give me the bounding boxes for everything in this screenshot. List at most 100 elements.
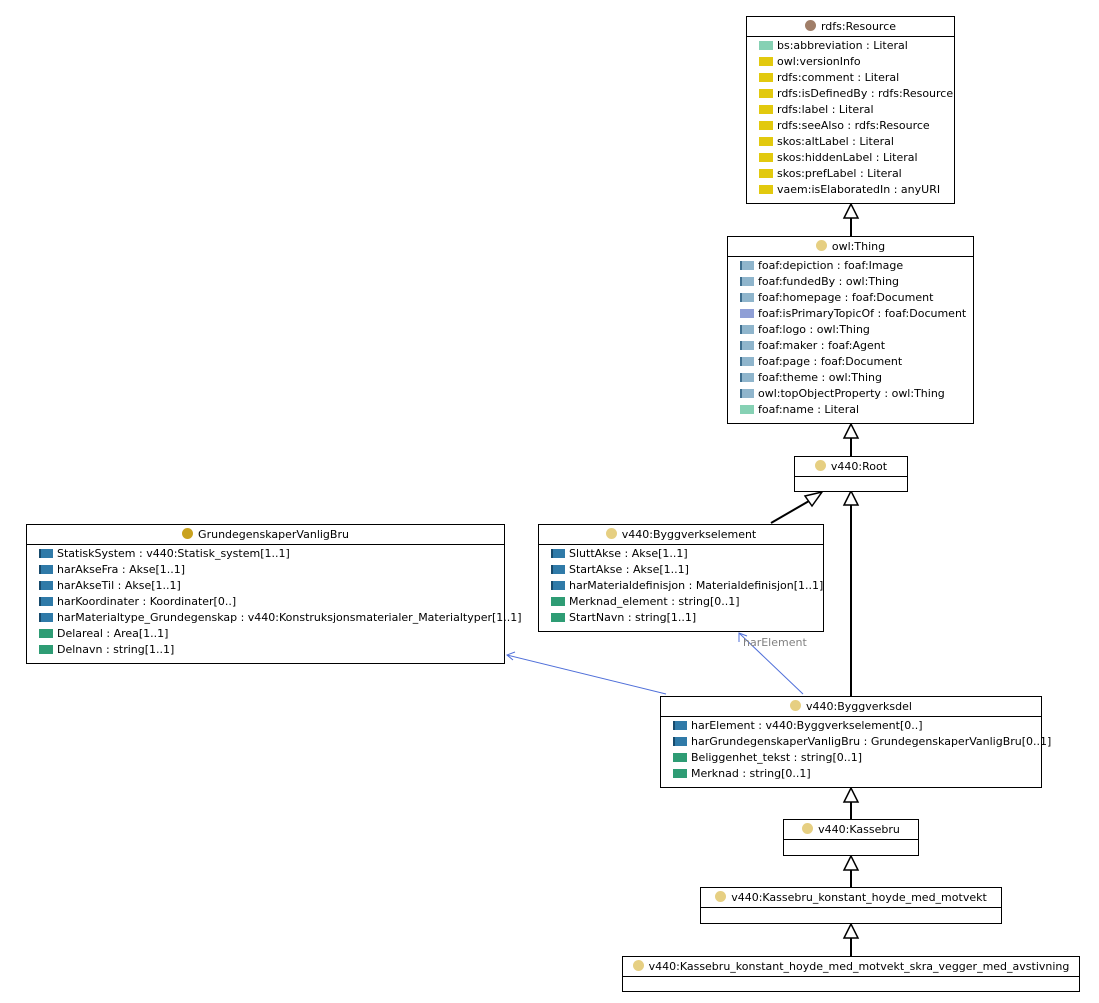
class-header[interactable]: v440:Byggverkselement [539, 525, 823, 545]
object-property-icon [740, 325, 754, 334]
property-row[interactable]: foaf:maker : foaf:Agent [740, 338, 973, 354]
property-row[interactable]: Beliggenhet_tekst : string[0..1] [673, 750, 1041, 766]
object-property-icon [673, 737, 687, 746]
object-property-icon [39, 549, 53, 558]
property-row[interactable]: harElement : v440:Byggverkselement[0..] [673, 718, 1041, 734]
property-row[interactable]: StartNavn : string[1..1] [551, 610, 823, 626]
property-row[interactable]: skos:altLabel : Literal [759, 134, 954, 150]
class-header[interactable]: v440:Kassebru [784, 820, 918, 840]
generalization-arrow-resource [842, 202, 860, 219]
class-kassebru-skra-vegger-med-avstivning[interactable]: v440:Kassebru_konstant_hoyde_med_motvekt… [622, 956, 1080, 992]
property-row[interactable]: bs:abbreviation : Literal [759, 38, 954, 54]
class-kassebru-konstant-hoyde-med-motvekt[interactable]: v440:Kassebru_konstant_hoyde_med_motvekt [700, 887, 1002, 924]
class-properties: foaf:depiction : foaf:Image foaf:fundedBy… [728, 257, 973, 418]
property-row[interactable]: harAkseFra : Akse[1..1] [39, 562, 504, 578]
property-row[interactable]: harGrundegenskaperVanligBru : Grundegens… [673, 734, 1051, 750]
property-row[interactable]: foaf:theme : owl:Thing [740, 370, 973, 386]
property-row[interactable]: foaf:homepage : foaf:Document [740, 290, 973, 306]
class-icon [605, 528, 617, 539]
property-row[interactable]: Delnavn : string[1..1] [39, 642, 504, 658]
annotation-property-icon [759, 137, 773, 146]
property-row[interactable]: foaf:fundedBy : owl:Thing [740, 274, 973, 290]
class-header[interactable]: v440:Root [795, 457, 907, 477]
class-properties [701, 908, 1001, 909]
property-label: Delnavn : string[1..1] [57, 643, 175, 656]
class-header[interactable]: owl:Thing [728, 237, 973, 257]
property-row[interactable]: owl:topObjectProperty : owl:Thing [740, 386, 973, 402]
annotation-property-icon [759, 89, 773, 98]
class-header[interactable]: v440:Byggverksdel [661, 697, 1041, 717]
object-property-icon [740, 373, 754, 382]
property-row[interactable]: foaf:name : Literal [740, 402, 973, 418]
property-row[interactable]: rdfs:comment : Literal [759, 70, 954, 86]
class-header[interactable]: GrundegenskaperVanligBru [27, 525, 504, 545]
property-row[interactable]: Merknad : string[0..1] [673, 766, 1041, 782]
property-label: foaf:logo : owl:Thing [758, 323, 870, 336]
property-label: StartAkse : Akse[1..1] [569, 563, 689, 576]
annotation-property-icon [759, 57, 773, 66]
property-row[interactable]: StatiskSystem : v440:Statisk_system[1..1… [39, 546, 504, 562]
property-row[interactable]: harMaterialtype_Grundegenskap : v440:Kon… [39, 610, 522, 626]
property-row[interactable]: skos:hiddenLabel : Literal [759, 150, 954, 166]
property-row[interactable]: foaf:depiction : foaf:Image [740, 258, 973, 274]
class-v440-root[interactable]: v440:Root [794, 456, 908, 492]
datatype-property-icon [39, 629, 53, 638]
property-label: harMaterialtype_Grundegenskap : v440:Kon… [57, 611, 522, 624]
property-label: rdfs:isDefinedBy : rdfs:Resource [777, 87, 954, 100]
datatype-property-icon [740, 405, 754, 414]
property-row[interactable]: skos:prefLabel : Literal [759, 166, 954, 182]
association-arrow-byggverkselement [738, 632, 748, 642]
property-label: harAkseTil : Akse[1..1] [57, 579, 181, 592]
property-row[interactable]: rdfs:label : Literal [759, 102, 954, 118]
property-row[interactable]: foaf:logo : owl:Thing [740, 322, 973, 338]
class-header[interactable]: v440:Kassebru_konstant_hoyde_med_motvekt [701, 888, 1001, 908]
datatype-property-icon [551, 597, 565, 606]
datatype-property-icon [39, 645, 53, 654]
property-row[interactable]: SluttAkse : Akse[1..1] [551, 546, 823, 562]
property-row[interactable]: rdfs:seeAlso : rdfs:Resource [759, 118, 954, 134]
property-row[interactable]: harAkseTil : Akse[1..1] [39, 578, 504, 594]
property-label: rdfs:seeAlso : rdfs:Resource [777, 119, 930, 132]
class-icon [814, 460, 826, 471]
property-label: StatiskSystem : v440:Statisk_system[1..1… [57, 547, 290, 560]
object-property-icon [39, 613, 53, 622]
object-property-icon [740, 261, 754, 270]
property-row[interactable]: vaem:isElaboratedIn : anyURI [759, 182, 954, 198]
property-row[interactable]: StartAkse : Akse[1..1] [551, 562, 823, 578]
property-row[interactable]: Delareal : Area[1..1] [39, 626, 504, 642]
generalization-arrow-kassebru-konstant [842, 922, 860, 939]
class-kassebru[interactable]: v440:Kassebru [783, 819, 919, 856]
class-title: rdfs:Resource [820, 20, 897, 33]
class-header[interactable]: rdfs:Resource [747, 17, 954, 37]
property-label: Delareal : Area[1..1] [57, 627, 169, 640]
property-label: harGrundegenskaperVanligBru : Grundegens… [691, 735, 1052, 748]
generalization-arrow-kassebru [842, 854, 860, 871]
property-row[interactable]: harMaterialdefinisjon : Materialdefinisj… [551, 578, 823, 594]
property-label: foaf:homepage : foaf:Document [758, 291, 934, 304]
class-title: GrundegenskaperVanligBru [198, 528, 349, 541]
property-row[interactable]: rdfs:isDefinedBy : rdfs:Resource [759, 86, 954, 102]
class-header[interactable]: v440:Kassebru_konstant_hoyde_med_motvekt… [623, 957, 1079, 977]
class-icon [815, 240, 827, 251]
class-icon [790, 700, 802, 711]
property-row[interactable]: harKoordinater : Koordinater[0..] [39, 594, 504, 610]
property-row[interactable]: foaf:isPrimaryTopicOf : foaf:Document [740, 306, 973, 322]
class-properties: SluttAkse : Akse[1..1]StartAkse : Akse[1… [539, 545, 823, 626]
annotation-property-icon [759, 73, 773, 82]
property-label: harKoordinater : Koordinater[0..] [57, 595, 237, 608]
property-row[interactable]: owl:versionInfo [759, 54, 954, 70]
property-label: foaf:depiction : foaf:Image [758, 259, 904, 272]
property-row[interactable]: foaf:page : foaf:Document [740, 354, 973, 370]
annotation-property-icon [759, 153, 773, 162]
class-title: v440:Kassebru_konstant_hoyde_med_motvekt [731, 891, 987, 904]
property-label: rdfs:label : Literal [777, 103, 874, 116]
property-row[interactable]: Merknad_element : string[0..1] [551, 594, 823, 610]
generalization-arrow-root-a [842, 489, 860, 506]
class-properties [784, 840, 918, 841]
